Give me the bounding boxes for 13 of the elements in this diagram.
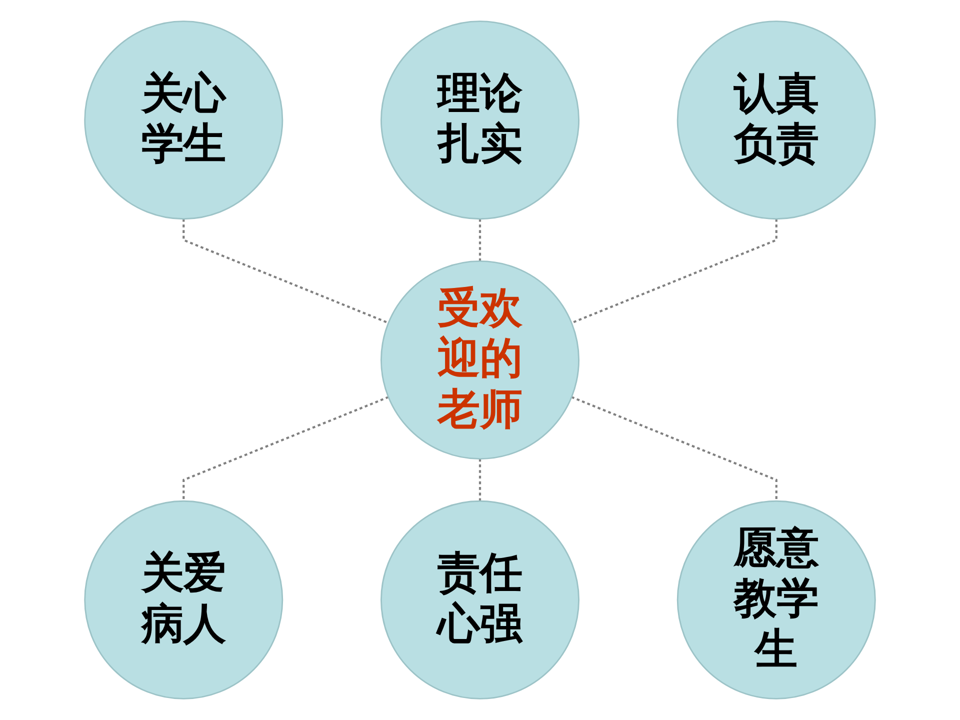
- connector: [478, 218, 482, 262]
- connector: [182, 396, 389, 502]
- connector: [571, 218, 778, 324]
- node-circle: 理论扎实: [380, 20, 580, 220]
- connector: [571, 396, 778, 502]
- node-circle: 认真负责: [676, 20, 876, 220]
- node-circle: 关心学生: [84, 20, 284, 220]
- node-circle: 责任心强: [380, 500, 580, 700]
- connector: [182, 218, 389, 324]
- connector: [478, 458, 482, 502]
- node-circle: 愿意教学生: [676, 500, 876, 700]
- node-circle: 受欢迎的老师: [380, 260, 580, 460]
- node-circle: 关爱病人: [84, 500, 284, 700]
